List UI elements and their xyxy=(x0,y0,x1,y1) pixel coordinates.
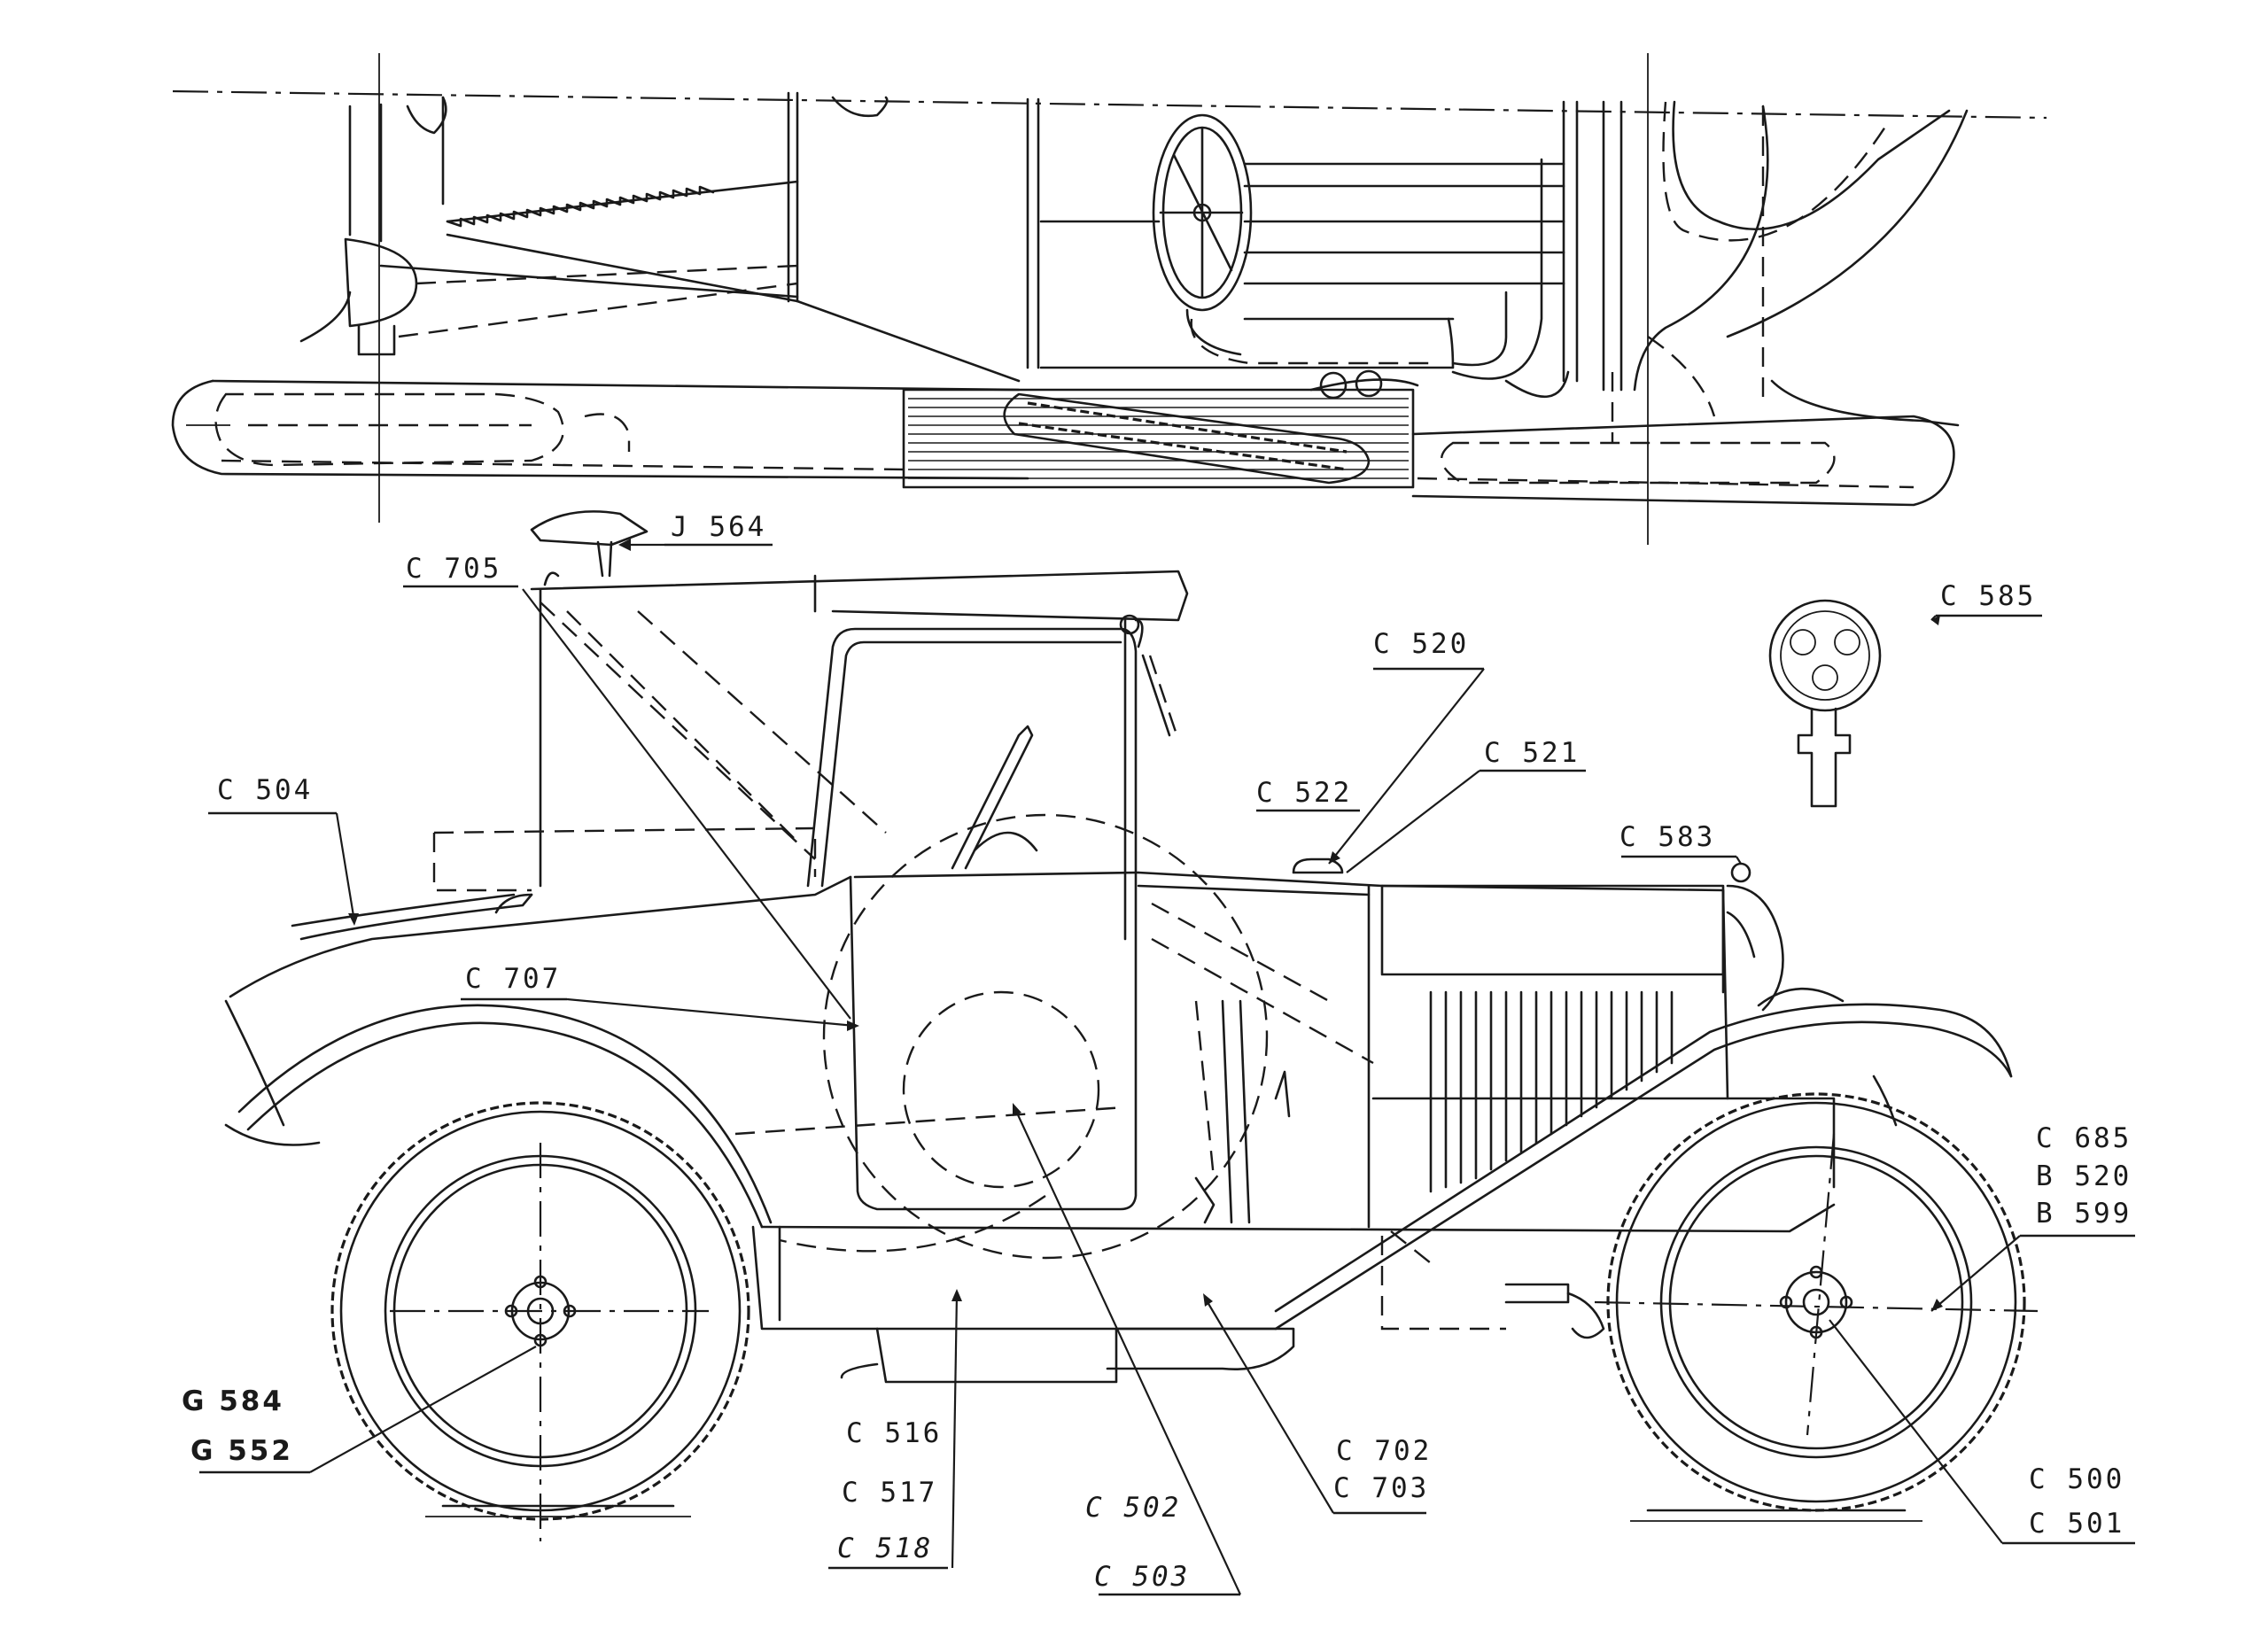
callout-c502: C 502 xyxy=(1085,1492,1181,1524)
bonnet-louvres xyxy=(1429,990,1674,1193)
callout-c702: C 702 xyxy=(1336,1435,1432,1467)
j564-part xyxy=(530,510,649,547)
callout-c703: C 703 xyxy=(1333,1472,1429,1504)
callout-c522: C 522 xyxy=(1256,777,1352,809)
callout-c518: C 518 xyxy=(837,1532,933,1564)
front-wheel xyxy=(1594,1092,2039,1522)
callout-c520: C 520 xyxy=(1373,628,1469,660)
callout-b599: B 599 xyxy=(2036,1198,2132,1230)
rear-wheel xyxy=(330,1101,750,1541)
callout-c504: C 504 xyxy=(217,774,313,806)
callouts: J 564 C 705 C 585 C 520 C 521 C 522 C 50… xyxy=(182,511,2135,1596)
callout-g552: G 552 xyxy=(190,1435,293,1467)
callout-c503: C 503 xyxy=(1094,1561,1190,1593)
callout-c685: C 685 xyxy=(2036,1122,2132,1154)
callout-c583: C 583 xyxy=(1619,821,1715,853)
callout-j564: J 564 xyxy=(671,511,766,543)
callout-g584: G 584 xyxy=(182,1385,284,1417)
c585-badge xyxy=(1768,599,1882,808)
side-elevation-view xyxy=(224,510,2039,1541)
callout-c521: C 521 xyxy=(1484,737,1580,769)
callout-c707: C 707 xyxy=(465,963,561,995)
top-plan-view xyxy=(171,53,2047,545)
callout-c585: C 585 xyxy=(1940,580,2036,612)
callout-c517: C 517 xyxy=(842,1477,937,1509)
callout-c501: C 501 xyxy=(2029,1508,2124,1540)
callout-b520: B 520 xyxy=(2036,1160,2132,1192)
callout-c500: C 500 xyxy=(2029,1463,2124,1495)
callout-c516: C 516 xyxy=(846,1417,942,1449)
callout-c705: C 705 xyxy=(406,553,501,585)
